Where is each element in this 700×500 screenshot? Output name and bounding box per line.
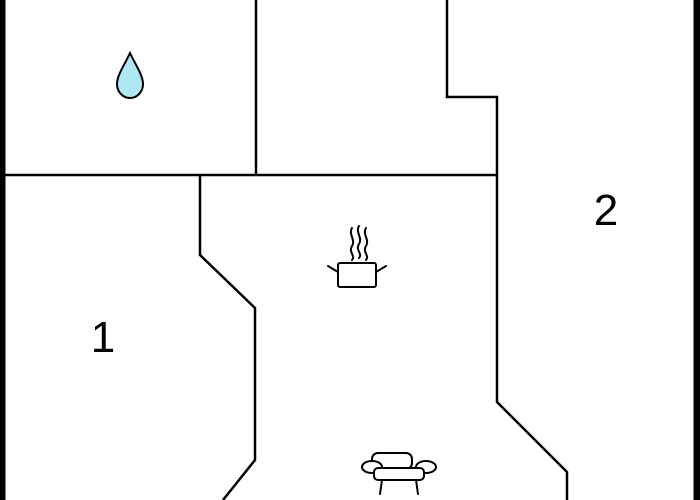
- room-2-label: 2: [594, 186, 618, 235]
- wall-hall-step: [445, 0, 499, 175]
- armchair-icon: [361, 452, 437, 495]
- cooking-pot-icon: [327, 225, 387, 288]
- wall-room-2-left: [495, 175, 569, 500]
- wall-room-1-right: [198, 175, 257, 500]
- water-drop-icon: [115, 50, 145, 100]
- room-1-label: 1: [91, 313, 115, 362]
